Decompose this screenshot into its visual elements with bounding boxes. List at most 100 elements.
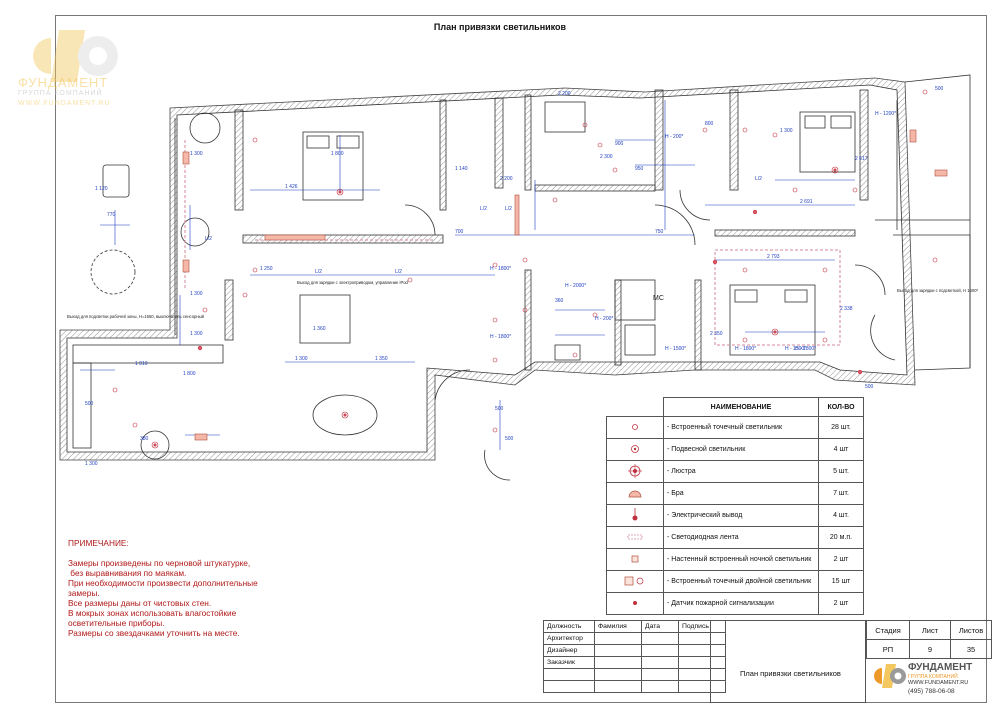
dim-label: 700 (455, 229, 464, 235)
legend-item-qty: 4 шт (818, 438, 864, 461)
stamp-role: Дизайнер (543, 644, 595, 657)
legend-item-name: - Люстра (663, 460, 819, 483)
dim-label: 1 250 (260, 266, 273, 272)
legend-item-name: - Датчик пожарной сигнализации (663, 592, 819, 615)
note-line: осветительные приборы. (68, 618, 165, 628)
spot-light-icon (606, 416, 664, 439)
note-line: Размеры со звездачками уточнить на месте… (68, 628, 240, 638)
note-line: При необходимости произвести дополнитель… (68, 578, 258, 588)
dim-label: 950 (635, 166, 644, 172)
note-line: без выравнивания по маякам. (68, 568, 187, 578)
dim-label: L/2 (505, 206, 512, 212)
dim-label: H - 1800* (490, 334, 511, 340)
dim-label: 1 300 (780, 128, 793, 134)
dim-label: H - 1500* (665, 346, 686, 352)
sheet-name: План привязки светильников (740, 669, 841, 678)
plan-annotation: Выход для подсветки рабочей зоны, H=1550… (67, 314, 205, 319)
dim-label: 1 360 (313, 326, 326, 332)
dim-label: L/2 (395, 269, 402, 275)
legend-item-qty: 28 шт. (818, 416, 864, 439)
stage-value: РП (866, 639, 910, 659)
note-line: Замеры произведены по черновой штукатурк… (68, 558, 251, 568)
dim-label: 1 300 (190, 331, 203, 337)
double-spot-light-icon (606, 570, 664, 593)
sheet-value: 9 (909, 639, 951, 659)
dim-label: 1 300 (190, 291, 203, 297)
dim-label: 1 140 (455, 166, 468, 172)
dim-label: 750 (655, 229, 664, 235)
floor-plan: 1 120 770 1 300 1 300 1 800 1 426 1 140 … (59, 74, 979, 481)
dim-label: 500 (495, 406, 504, 412)
legend-item-name: - Встроенный точечный двойной светильник (663, 570, 819, 593)
dim-label: 1 010 (135, 361, 148, 367)
legend-table: НАИМЕНОВАНИЕ КОЛ-ВО - Встроенный точечны… (606, 397, 864, 615)
dim-label: 800 (705, 121, 714, 127)
logo-phone: (495) 788-06-08 (908, 688, 955, 695)
sheet-label: Лист (909, 620, 951, 640)
legend-item-name: - Электрический вывод (663, 504, 819, 527)
dim-label: 1 800 (331, 151, 344, 157)
title-block: Должность Фамилия Дата Подпись Архитекто… (543, 620, 726, 693)
legend-item-qty: 7 шт. (818, 482, 864, 505)
stage-label: Стадия (866, 620, 910, 640)
dim-label: 2 691 (800, 199, 813, 205)
legend-row: - Встроенный точечный светильник 28 шт. (606, 416, 864, 439)
pendant-light-icon (606, 438, 664, 461)
dim-label: 2 617 (855, 156, 868, 162)
dim-label: H - 2000* (565, 283, 586, 289)
legend-row: - Люстра 5 шт. (606, 460, 864, 483)
dim-label: 500 (935, 86, 944, 92)
dim-label: 900 (615, 141, 624, 147)
dim-label: H - 1200* (875, 111, 896, 117)
note-line: В мокрых зонах использовать влагостойкие (68, 608, 237, 618)
logo-subtitle-small: ГРУППА КОМПАНИЙ (908, 674, 958, 680)
dim-label: 1 350 (375, 356, 388, 362)
dim-label: 1 300 (85, 461, 98, 467)
sconce-icon (606, 482, 664, 505)
company-logo (33, 30, 118, 82)
legend-row: - Датчик пожарной сигнализации 2 шт (606, 592, 864, 615)
dim-label: H - 200* (665, 134, 683, 140)
dim-label: H - 1800* (490, 266, 511, 272)
legend-item-qty: 2 шт (818, 548, 864, 571)
dim-label: 2 350 (710, 331, 723, 337)
stamp-header-date: Дата (641, 620, 679, 633)
fire-alarm-sensor-icon (606, 592, 664, 615)
stamp-role: Архитектор (543, 632, 595, 645)
dim-label: H - 1500* (785, 346, 806, 352)
legend-row: - Подвесной светильник 4 шт (606, 438, 864, 461)
sheets-value: 35 (950, 639, 992, 659)
legend-item-name: - Встроенный точечный светильник (663, 416, 819, 439)
dim-label: 770 (107, 212, 116, 218)
drawing-frame (55, 15, 987, 703)
legend-row: - Встроенный точечный двойной светильник… (606, 570, 864, 593)
dim-label: 2 300 (600, 154, 613, 160)
note-heading: ПРИМЕЧАНИЕ: (68, 538, 129, 548)
dim-label: 500 (85, 401, 94, 407)
dim-label: 1 120 (95, 186, 108, 192)
legend-row: - Бра 7 шт. (606, 482, 864, 505)
logo-url: WWW.FUNDAMENT.RU (18, 100, 111, 107)
note-block: ПРИМЕЧАНИЕ: Замеры произведены по чернов… (68, 538, 258, 638)
dim-label: H - 1800* (795, 346, 816, 352)
note-line: замеры. (68, 588, 100, 598)
dim-label: H - 1800* (735, 346, 756, 352)
page-title: План привязки светильников (433, 22, 567, 32)
dim-label: 1 300 (190, 151, 203, 157)
sheet-name-box (710, 620, 866, 703)
company-logo-small (874, 664, 906, 688)
note-line: Все размеры даны от чистовых стен. (68, 598, 212, 608)
legend-item-name: - Настенный встроенный ночной светильник (663, 548, 819, 571)
legend-header-name: НАИМЕНОВАНИЕ (663, 397, 819, 417)
dim-label: 500 (865, 384, 874, 390)
logo-name-small: ФУНДАМЕНТ (908, 662, 973, 673)
legend-item-qty: 2 шт (818, 592, 864, 615)
dim-label: L/2 (205, 236, 212, 242)
dim-label: 500 (505, 436, 514, 442)
night-light-icon (606, 548, 664, 571)
dim-label: 1 800 (183, 371, 196, 377)
legend-item-qty: 5 шт. (818, 460, 864, 483)
dim-label: 380 (140, 436, 149, 442)
dim-label: 2 200 (500, 176, 513, 182)
dim-label: L/2 (315, 269, 322, 275)
